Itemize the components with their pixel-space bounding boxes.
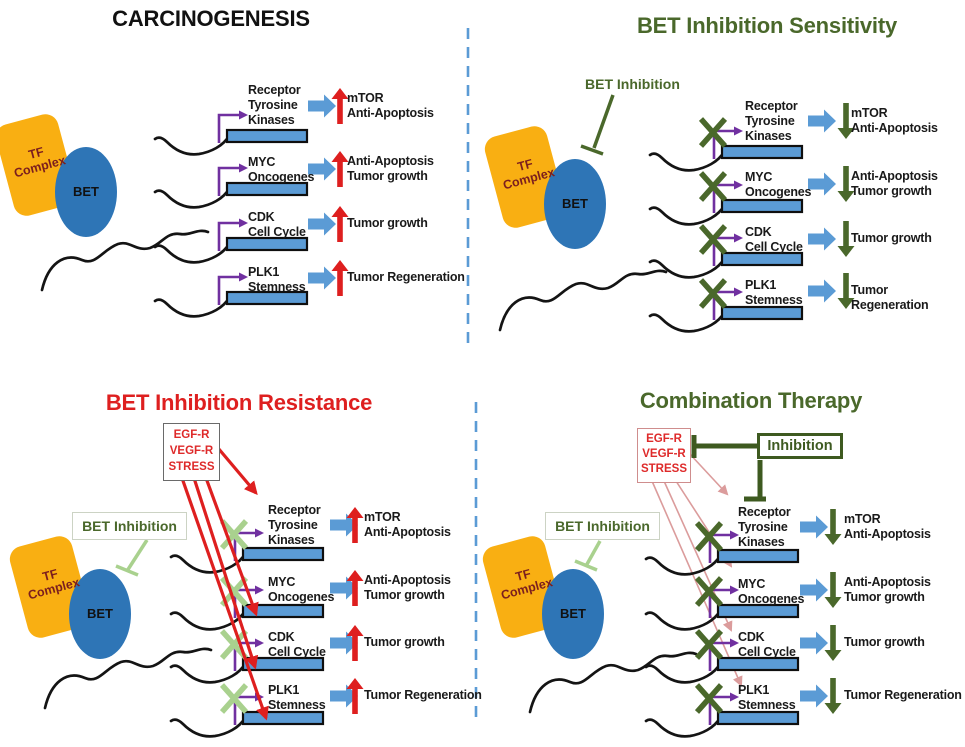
inhibition-tbar xyxy=(580,144,604,156)
bet-inhibition-label: BET Inhibition xyxy=(72,512,187,540)
bet-inhibition-line-faded xyxy=(584,540,602,567)
outcome-label: Tumor Regeneration xyxy=(851,283,929,312)
quadrant-combination-shapes xyxy=(479,435,842,738)
inhibition-box: Inhibition xyxy=(757,433,843,459)
gene-label: CDK Cell Cycle xyxy=(268,630,326,659)
outcome-label: Tumor Regeneration xyxy=(347,270,465,284)
bet-inhibition-label: BET Inhibition xyxy=(545,512,660,540)
stress-receptor-box: EGF-R VEGF-R STRESS xyxy=(163,423,220,481)
quadrant-sensitivity-shapes xyxy=(481,94,855,333)
gene-label: PLK1 Stemness xyxy=(268,683,326,712)
bet-label: BET xyxy=(73,184,99,199)
stress-arrow xyxy=(204,477,259,617)
bet-inhibition-line xyxy=(592,94,615,149)
gene-label: Receptor Tyrosine Kinases xyxy=(745,99,798,143)
outcome-label: Anti-Apoptosis Tumor growth xyxy=(364,573,451,602)
bet-inhibition-line-faded xyxy=(125,539,149,572)
bet-inhibition-label: BET Inhibition xyxy=(585,76,680,92)
outcome-label: Tumor growth xyxy=(347,216,428,230)
inhibition-tbar-faded xyxy=(574,559,598,572)
outcome-label: Tumor growth xyxy=(851,231,932,245)
gene-label: CDK Cell Cycle xyxy=(745,225,803,254)
gene-label: CDK Cell Cycle xyxy=(738,630,796,659)
outcome-label: mTOR Anti-Apoptosis xyxy=(844,512,931,541)
stress-arrow xyxy=(216,446,258,496)
gene-label: Receptor Tyrosine Kinases xyxy=(738,505,791,549)
gene-label: PLK1 Stemness xyxy=(745,278,803,307)
gene-label: PLK1 Stemness xyxy=(738,683,796,712)
gene-label: MYC Oncogenes xyxy=(248,155,315,184)
gene-label: MYC Oncogenes xyxy=(745,170,812,199)
quadrant-resistance-shapes xyxy=(6,446,364,738)
tf-complex-label: TF Complex xyxy=(499,566,555,603)
quadrant-title: CARCINOGENESIS xyxy=(112,6,310,31)
gene-label: MYC Oncogenes xyxy=(268,575,335,604)
gene-label: CDK Cell Cycle xyxy=(248,210,306,239)
bet-label: BET xyxy=(562,196,588,211)
gene-label: Receptor Tyrosine Kinases xyxy=(268,503,321,547)
outcome-label: Anti-Apoptosis Tumor growth xyxy=(851,169,938,198)
inhibition-tbar-faded xyxy=(115,564,139,577)
stress-arrow xyxy=(180,477,269,721)
bet-label: BET xyxy=(87,606,113,621)
stress-arrow xyxy=(192,477,259,670)
outcome-label: mTOR Anti-Apoptosis xyxy=(851,106,938,135)
outcome-label: mTOR Anti-Apoptosis xyxy=(347,91,434,120)
stress-receptor-box: EGF-R VEGF-R STRESS xyxy=(637,428,691,483)
gene-label: MYC Oncogenes xyxy=(738,577,805,606)
stress-arrow-faded xyxy=(687,451,729,496)
outcome-label: Anti-Apoptosis Tumor growth xyxy=(844,575,931,604)
outcome-label: Tumor Regeneration xyxy=(364,688,482,702)
outcome-label: Tumor growth xyxy=(364,635,445,649)
gene-label: Receptor Tyrosine Kinases xyxy=(248,83,301,127)
quadrant-title: Combination Therapy xyxy=(639,388,863,413)
gene-label: PLK1 Stemness xyxy=(248,265,306,294)
bet-label: BET xyxy=(560,606,586,621)
outcome-label: mTOR Anti-Apoptosis xyxy=(364,510,451,539)
quadrant-title: BET Inhibition Sensitivity xyxy=(636,13,898,38)
outcome-label: Tumor growth xyxy=(844,635,925,649)
outcome-label: Tumor Regeneration xyxy=(844,688,962,702)
quadrant-title: BET Inhibition Resistance xyxy=(105,390,373,415)
stress-arrow-faded xyxy=(651,480,743,687)
outcome-label: Anti-Apoptosis Tumor growth xyxy=(347,154,434,183)
